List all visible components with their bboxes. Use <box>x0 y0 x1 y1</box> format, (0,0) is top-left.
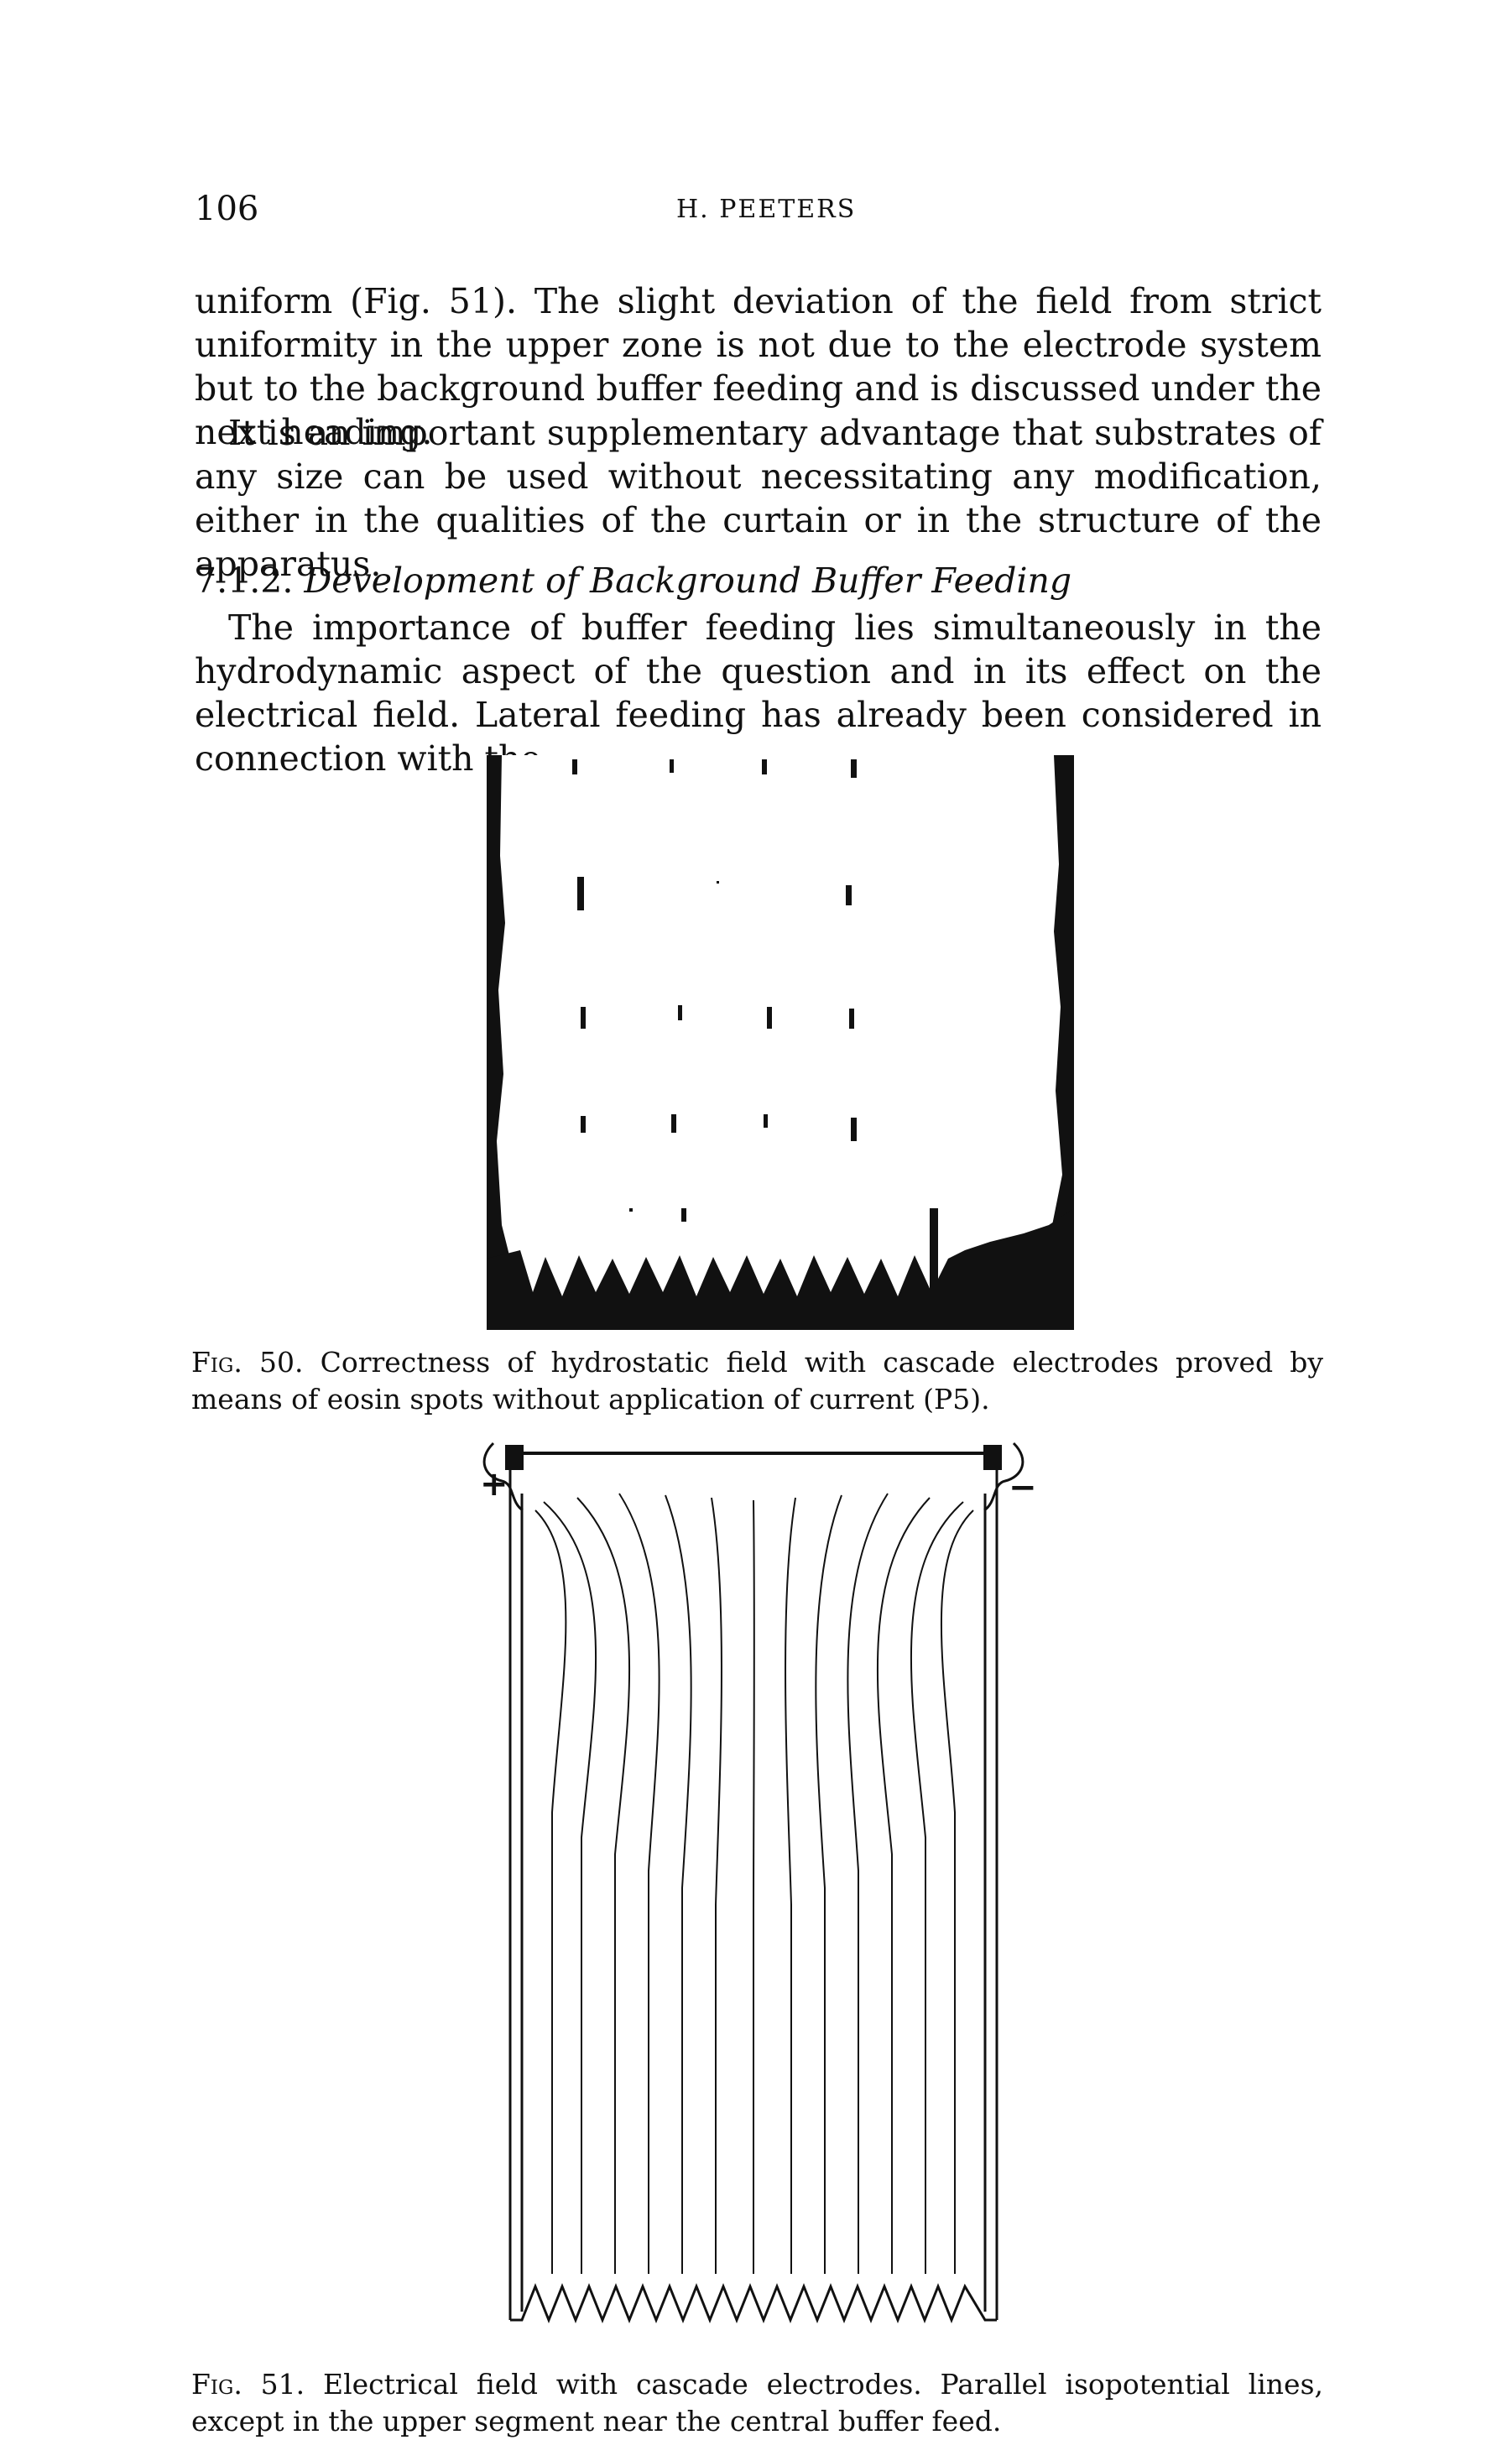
page-number: 106 <box>195 190 259 228</box>
section-number: 7.1.2. <box>195 560 294 601</box>
paragraph-text: uniform (Fig. 51). The slight deviation … <box>195 281 1322 452</box>
minus-sign: − <box>1009 1468 1037 1507</box>
caption-text: Correctness of hydrostatic field with ca… <box>191 1346 1323 1416</box>
plus-sign: + <box>480 1465 508 1504</box>
section-heading: 7.1.2. Development of Background Buffer … <box>195 560 1071 601</box>
figure-51-diagram: + − <box>480 1442 1037 2324</box>
figure-50-caption: Fig. 50. Correctness of hydrostatic fiel… <box>191 1344 1323 1418</box>
section-title: Development of Background Buffer Feeding <box>304 560 1072 601</box>
running-head: H. PEETERS <box>676 195 857 224</box>
right-electrode-block <box>983 1445 1002 1470</box>
figure-label: Fig. 51. <box>191 2368 305 2401</box>
figure-50-photo <box>487 755 1074 1330</box>
paragraph-text: The importance of buffer feeding lies si… <box>195 607 1322 779</box>
figure-label: Fig. 50. <box>191 1346 304 1379</box>
body-paragraph-2: It is an important supplementary advanta… <box>195 411 1322 586</box>
caption-text: Electrical field with cascade electrodes… <box>191 2368 1323 2437</box>
eosin-spots <box>572 759 938 1292</box>
paragraph-text: It is an important supplementary advanta… <box>195 413 1322 584</box>
book-page: 106 H. PEETERS uniform (Fig. 51). The sl… <box>191 190 1323 2437</box>
left-electrode-block <box>505 1445 524 1470</box>
figure-51-caption: Fig. 51. Electrical field with cascade e… <box>191 2366 1323 2440</box>
body-paragraph-1: uniform (Fig. 51). The slight deviation … <box>195 279 1322 454</box>
body-paragraph-3: The importance of buffer feeding lies si… <box>195 606 1322 780</box>
